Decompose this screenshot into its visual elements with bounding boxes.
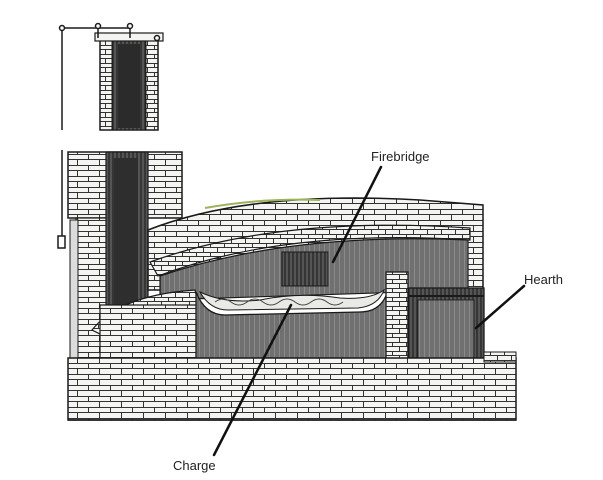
upper-chimney — [94, 32, 164, 131]
charge-leader — [212, 303, 293, 457]
hearth-leader — [474, 284, 526, 330]
foundation — [67, 351, 517, 421]
furnace-body — [91, 197, 484, 361]
charge-basin — [195, 288, 389, 366]
firebridge-wall — [385, 271, 409, 373]
leader-lines — [212, 165, 526, 457]
damper-rigging — [57, 22, 161, 249]
charge-label: Charge — [173, 458, 216, 473]
hearth-label: Hearth — [524, 272, 564, 287]
firebridge-label: Firebridge — [371, 149, 430, 164]
firebridge-leader — [331, 165, 383, 264]
